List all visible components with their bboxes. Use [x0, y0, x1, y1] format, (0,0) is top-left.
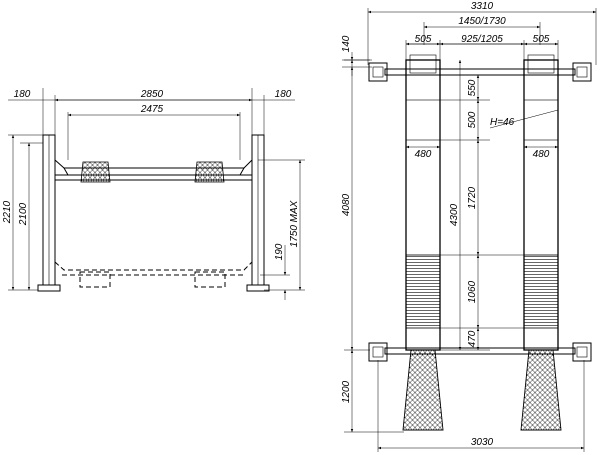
dim-label-190: 190 — [274, 243, 285, 260]
dim-overall-length-4080: 4080 — [341, 59, 370, 351]
dim-label-180-right: 180 — [275, 89, 292, 100]
wheel-pad-right — [194, 161, 225, 183]
post-rear-left — [368, 342, 388, 362]
dim-total-height-2210: 2210 — [2, 134, 43, 291]
ramp-right — [520, 349, 562, 431]
rear-crossbeam — [384, 347, 576, 355]
dim-label-550: 550 — [467, 79, 478, 96]
right-post — [246, 134, 270, 292]
dim-label-480-left: 480 — [415, 149, 432, 160]
dim-label-1750-max: 1750 MAX — [289, 200, 300, 247]
post-front-right — [572, 62, 592, 82]
front-crossbeam — [384, 68, 576, 76]
dim-label-140: 140 — [341, 35, 352, 52]
dim-label-2100: 2100 — [18, 202, 29, 226]
dim-label-1720: 1720 — [467, 186, 478, 209]
dim-post-offset-140: 140 — [341, 35, 372, 76]
dim-label-3310: 3310 — [471, 1, 494, 12]
right-runway — [523, 54, 559, 351]
dim-overall-width-3310: 3310 — [367, 1, 597, 65]
dim-label-4080: 4080 — [341, 193, 352, 216]
post-rear-right — [572, 342, 592, 362]
dim-ramp-length-1200: 1200 — [341, 350, 404, 433]
dim-track-widths: 505 925/1205 505 — [405, 34, 559, 60]
dim-label-925-1205: 925/1205 — [461, 34, 503, 45]
ramp-left — [402, 349, 444, 431]
dim-label-500: 500 — [467, 111, 478, 128]
dim-min-height-190: 190 — [260, 243, 290, 300]
dim-label-505-left: 505 — [415, 34, 432, 45]
dim-plate-width-right: 480 — [524, 145, 558, 160]
side-view: 2850 180 180 2475 — [2, 88, 305, 300]
dim-height-2100: 2100 — [18, 142, 43, 290]
dim-label-3030: 3030 — [471, 437, 494, 448]
dim-overall-width-2850: 2850 180 180 — [8, 88, 295, 135]
dim-label-2475: 2475 — [140, 104, 164, 115]
lowered-platform — [54, 261, 253, 288]
dim-label-480-right: 480 — [533, 149, 550, 160]
dim-label-h46: H=46 — [490, 117, 515, 128]
left-post — [37, 134, 61, 292]
left-runway — [405, 54, 441, 351]
dim-label-505-right: 505 — [533, 34, 550, 45]
dim-label-180-left: 180 — [14, 89, 31, 100]
dim-plate-width-left: 480 — [406, 145, 440, 160]
dim-label-470: 470 — [467, 330, 478, 347]
wheel-pad-left — [80, 161, 111, 183]
dim-label-4300: 4300 — [449, 203, 460, 226]
dim-label-1200: 1200 — [341, 380, 352, 403]
dim-label-1060: 1060 — [467, 280, 478, 303]
dim-label-2850: 2850 — [140, 89, 164, 100]
top-view: 3310 1450/1730 505 925/1205 505 — [341, 1, 597, 452]
dim-center-chain: 550 500 1720 1060 470 4300 — [440, 60, 524, 351]
dim-label-2210: 2210 — [2, 200, 13, 224]
dim-label-1450-1730: 1450/1730 — [458, 16, 506, 27]
dim-base-width-3030: 3030 — [377, 360, 585, 452]
dim-inner-width-2475: 2475 — [67, 104, 241, 160]
plate-height-callout: H=46 — [489, 109, 559, 129]
post-front-left — [368, 62, 388, 82]
dim-max-lift-1750: 1750 MAX — [258, 159, 305, 291]
dim-track-centers: 1450/1730 — [423, 16, 541, 45]
